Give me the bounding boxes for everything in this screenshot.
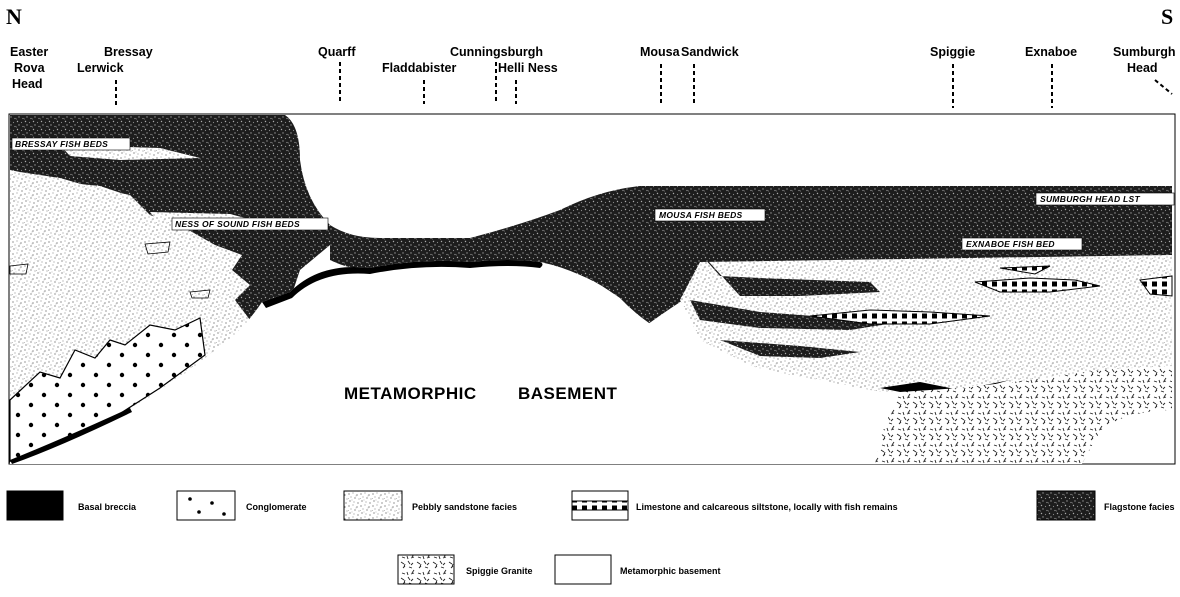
legend-swatch-basal-breccia [7,491,63,520]
bed-label-exnaboe: EXNABOE FISH BED [962,238,1082,250]
locality-label-exnaboe: Exnaboe [1025,45,1077,59]
legend-label-limestone: Limestone and calcareous siltstone, loca… [636,502,898,512]
north-label: N [6,4,22,29]
legend-label-basal-breccia: Basal breccia [78,502,137,512]
south-label: S [1161,4,1173,29]
legend-conglomerate-dot [222,512,226,516]
locality-label-spiggie: Spiggie [930,45,975,59]
legend: Basal breccia Conglomerate Pebbly sandst… [7,491,1175,584]
bed-label-sumburgh: SUMBURGH HEAD LST [1036,193,1174,205]
locality-line: Easter [10,45,48,59]
locality-label-quarff: Quarff [318,45,356,59]
bed-label-ness-of-sound: NESS OF SOUND FISH BEDS [172,218,328,230]
legend-limestone-band [572,501,628,510]
legend-label-spiggie-granite: Spiggie Granite [466,566,533,576]
bed-label-mousa: MOUSA FISH BEDS [655,209,765,221]
locality-label-bressay: Bressay [104,45,153,59]
locality-line: Head [12,77,43,91]
locality-label-helli-ness: Helli Ness [498,61,558,75]
bed-label-mousa-text: MOUSA FISH BEDS [659,210,743,220]
bed-label-ness-of-sound-text: NESS OF SOUND FISH BEDS [175,219,300,229]
bed-label-bressay: BRESSAY FISH BEDS [12,138,130,150]
locality-label-mousa: Mousa [640,45,681,59]
locality-label-sumburgh-head: Sumburgh Head [1113,45,1179,75]
legend-label-metamorphic: Metamorphic basement [620,566,721,576]
legend-swatch-conglomerate [177,491,235,520]
pebbly-lens [145,242,170,254]
bed-label-bressay-text: BRESSAY FISH BEDS [15,139,108,149]
legend-swatch-metamorphic [555,555,611,584]
locality-ticks [116,62,1172,108]
bed-label-sumburgh-text: SUMBURGH HEAD LST [1040,194,1141,204]
legend-label-pebbly-sandstone: Pebbly sandstone facies [412,502,517,512]
locality-label-cunningsburgh: Cunningsburgh [450,45,543,59]
basement-label-word2: BASEMENT [518,384,618,403]
legend-swatch-spiggie-granite [398,555,454,584]
legend-conglomerate-dot [188,497,192,501]
legend-conglomerate-dot [197,510,201,514]
legend-conglomerate-dot [210,501,214,505]
locality-line: Rova [14,61,46,75]
locality-label-fladdabister: Fladdabister [382,61,456,75]
locality-label-sandwick: Sandwick [681,45,739,59]
locality-line: Head [1127,61,1158,75]
legend-label-conglomerate: Conglomerate [246,502,307,512]
bed-label-exnaboe-text: EXNABOE FISH BED [966,239,1055,249]
legend-swatch-pebbly-sandstone [344,491,402,520]
legend-swatch-flagstone [1037,491,1095,520]
pebbly-lens [10,264,28,274]
tick-sumburgh-head [1155,80,1172,94]
legend-label-flagstone: Flagstone facies [1104,502,1175,512]
locality-label-lerwick: Lerwick [77,61,124,75]
locality-line: Sumburgh [1113,45,1176,59]
basement-label-word1: METAMORPHIC [344,384,477,403]
locality-label-easter-rova-head: Easter Rova Head [10,45,52,91]
